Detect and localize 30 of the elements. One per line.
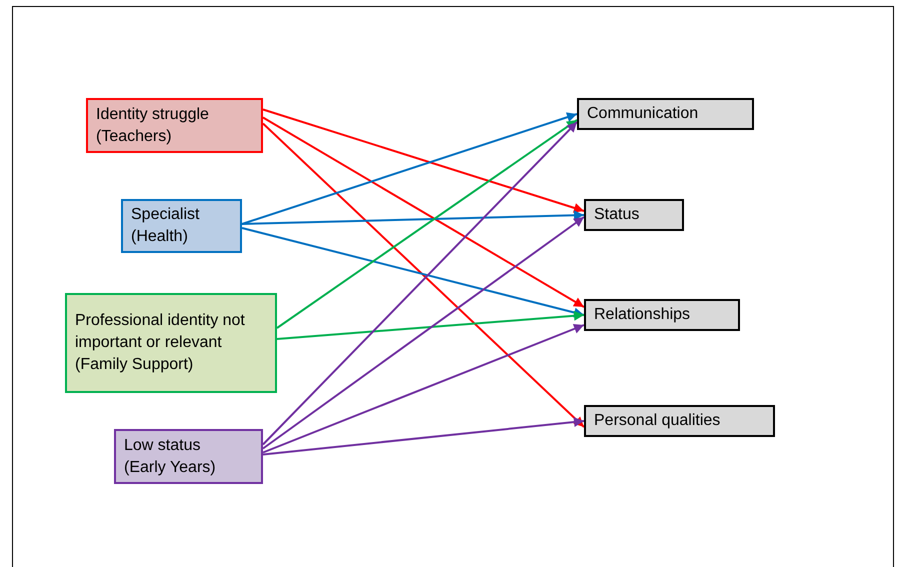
arrow (262, 324, 584, 454)
theme-box (584, 405, 775, 437)
arrow (262, 417, 584, 456)
arrow (242, 112, 578, 225)
box-text: Personal qualities (594, 411, 722, 431)
category-box (86, 98, 263, 153)
box-text: Status (594, 205, 640, 225)
box-text: (Teachers) (96, 126, 173, 146)
arrow (276, 310, 584, 340)
category-box (65, 293, 277, 393)
category-box (114, 429, 263, 484)
arrow (242, 210, 584, 225)
box-text: Identity struggle (96, 104, 210, 124)
theme-box (584, 299, 740, 331)
box-text: Relationships (594, 305, 692, 325)
box-text: Communication (587, 104, 700, 124)
arrow (242, 227, 584, 318)
arrow (262, 216, 585, 450)
box-text: Professional identity not important or relevant (75, 311, 246, 353)
box-text: (Family Support) (75, 355, 194, 375)
theme-box (584, 199, 684, 231)
arrow (276, 119, 578, 329)
arrow (262, 108, 584, 213)
arrow (262, 116, 584, 308)
theme-box (577, 98, 754, 130)
category-box (121, 199, 242, 253)
box-text: (Health) (131, 227, 189, 247)
box-text: Specialist (131, 205, 200, 225)
box-text: Low status (124, 436, 202, 456)
box-text: (Early Years) (124, 458, 217, 478)
